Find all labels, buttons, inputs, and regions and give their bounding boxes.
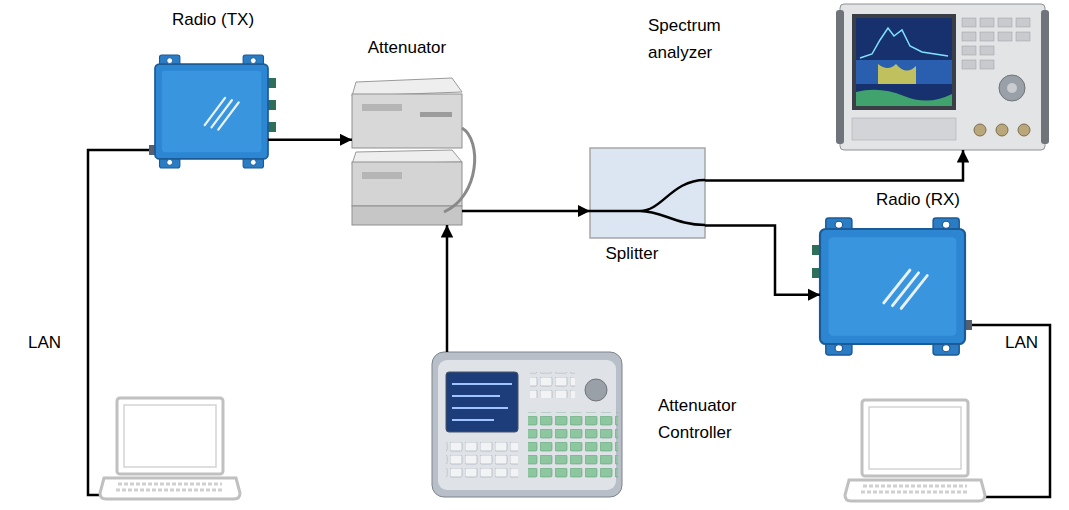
lan-cable: [88, 150, 1050, 497]
device-box: Spectrum analyzer: [840, 4, 1045, 150]
device-label: Radio (TX): [143, 10, 283, 30]
device-box: Radio (RX): [820, 218, 965, 355]
device-label: Attenuator: [337, 38, 477, 58]
device-box: Splitter: [590, 148, 705, 238]
device-box: Attenuator: [352, 78, 462, 225]
device-label: Spectrum analyzer: [648, 12, 748, 66]
splitter-device: [590, 148, 705, 238]
rf-cable: [446, 225, 449, 352]
attenuator-device: [352, 78, 475, 225]
spectrum-analyzer-device: [836, 4, 1049, 150]
laptop-icon: [845, 400, 985, 501]
rf-cable: [462, 210, 590, 213]
rf-cable: [705, 225, 820, 294]
device-box: Radio (TX): [155, 55, 268, 168]
network-label: LAN: [1005, 333, 1038, 353]
device-label: Radio (RX): [848, 190, 988, 210]
device-box: Attenuator Controller: [432, 352, 622, 497]
radio-device: [149, 55, 276, 168]
controller-device: [432, 352, 622, 497]
laptop-icon: [100, 398, 240, 499]
device-label: Attenuator Controller: [658, 392, 758, 446]
radio-device: [812, 218, 972, 355]
device-label: Splitter: [572, 244, 692, 264]
rf-cable: [268, 139, 352, 142]
network-label: LAN: [28, 333, 61, 353]
rf-cable: [705, 150, 963, 180]
